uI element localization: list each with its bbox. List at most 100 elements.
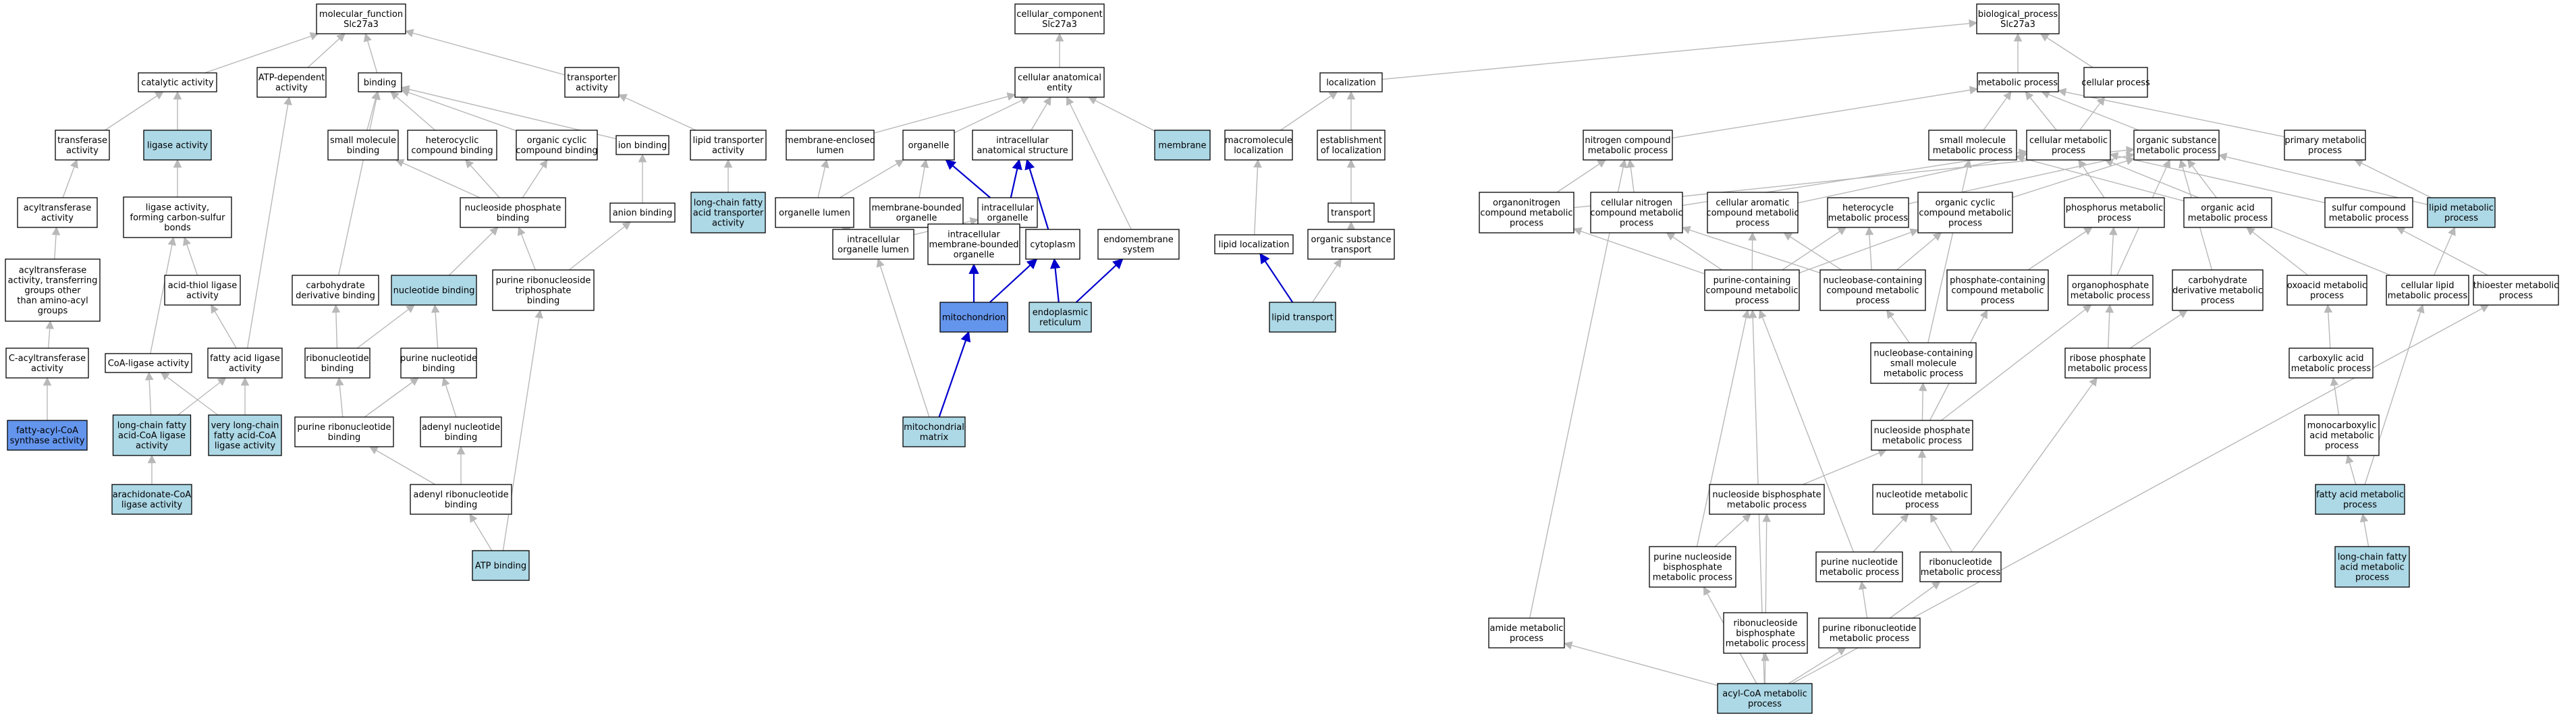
node-transport[interactable]: transport — [1327, 202, 1375, 223]
node-nucbind[interactable]: nucleotide binding — [391, 275, 477, 306]
node-localization[interactable]: localization — [1319, 72, 1383, 92]
node-binding[interactable]: binding — [358, 72, 402, 92]
node-lipidtransport[interactable]: lipid transport — [1269, 302, 1336, 333]
node-cellproc[interactable]: cellular process — [2081, 67, 2150, 98]
node-orglumen[interactable]: organelle lumen — [775, 197, 854, 228]
node-catalytic[interactable]: catalytic activity — [138, 72, 217, 92]
node-metproc[interactable]: metabolic process — [1977, 72, 2059, 92]
node-ligase[interactable]: ligase activity — [143, 130, 212, 161]
node-ligasecs[interactable]: ligase activity,forming carbon-sulfurbon… — [123, 196, 232, 238]
node-coaligase[interactable]: CoA-ligase activity — [105, 353, 192, 373]
node-lipidloc[interactable]: lipid localization — [1214, 234, 1294, 254]
node-mito[interactable]: mitochondrion — [939, 302, 1008, 333]
node-ionbind[interactable]: ion binding — [615, 135, 669, 155]
node-label: organelle — [896, 213, 937, 223]
node-anionbind[interactable]: anion binding — [609, 202, 676, 223]
node-atpbind[interactable]: ATP binding — [472, 550, 530, 581]
node-membrane[interactable]: membrane — [1154, 130, 1211, 161]
node-cytoplasm[interactable]: cytoplasm — [1025, 229, 1080, 260]
node-organelle[interactable]: organelle — [902, 130, 955, 161]
